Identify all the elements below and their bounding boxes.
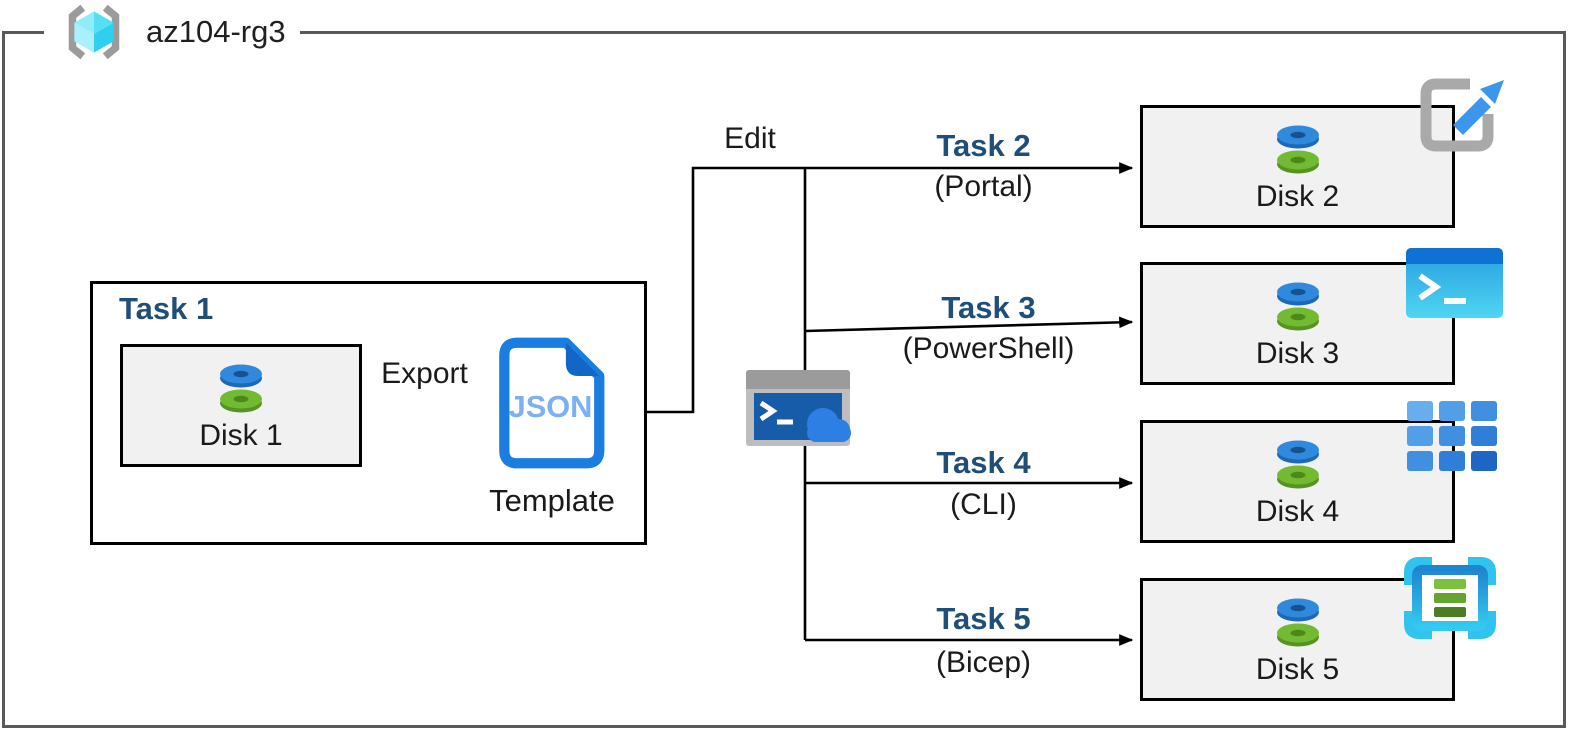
disk-icon — [1276, 598, 1319, 647]
task2-method: (Portal) — [934, 170, 1033, 203]
disk1-label: Disk 1 — [199, 419, 283, 452]
disk3-label: Disk 3 — [1255, 337, 1340, 370]
export-label: Export — [381, 357, 468, 390]
template-label: Template — [489, 483, 615, 518]
task5-method: (Bicep) — [935, 646, 1032, 679]
task4-label: Task 4 — [936, 445, 1031, 480]
resource-group-name: az104-rg3 — [146, 14, 286, 49]
disk1-box: Disk 1 — [120, 344, 362, 467]
cloud-shell-icon — [744, 366, 858, 455]
task5-label: Task 5 — [936, 601, 1031, 636]
disk4-box: Disk 4 — [1140, 420, 1455, 543]
task4-method: (CLI) — [950, 488, 1017, 521]
resource-group-icon — [68, 4, 120, 60]
disk5-box: Disk 5 — [1140, 578, 1455, 701]
bicep-icon — [1404, 557, 1496, 644]
task3-method: (PowerShell) — [902, 332, 1075, 365]
resource-group-header: az104-rg3 — [44, 0, 300, 64]
disk2-box: Disk 2 — [1140, 105, 1455, 228]
disk-icon — [1276, 282, 1319, 331]
resource-group-frame — [2, 31, 1566, 728]
json-template-icon: JSON — [494, 335, 607, 476]
disk-icon — [220, 364, 262, 413]
disk4-label: Disk 4 — [1255, 495, 1340, 528]
disk-icon — [1276, 440, 1319, 489]
disk2-label: Disk 2 — [1255, 180, 1340, 213]
open-in-portal-icon — [1410, 66, 1510, 167]
task2-label: Task 2 — [936, 128, 1031, 163]
powershell-icon — [1406, 248, 1503, 323]
task1-title: Task 1 — [119, 291, 214, 326]
task3-label: Task 3 — [941, 290, 1036, 325]
cli-icon — [1407, 401, 1497, 476]
json-badge: JSON — [509, 389, 593, 424]
disk-icon — [1276, 125, 1319, 174]
disk5-label: Disk 5 — [1255, 653, 1340, 686]
edit-label: Edit — [724, 122, 776, 155]
disk3-box: Disk 3 — [1140, 262, 1455, 385]
